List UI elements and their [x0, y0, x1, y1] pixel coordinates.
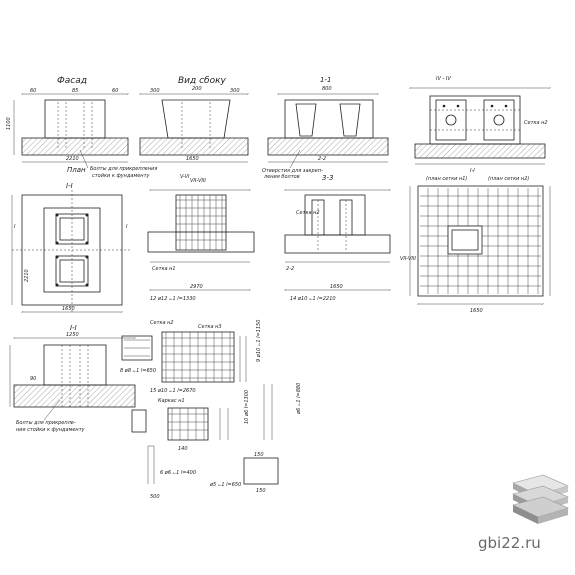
section-iv-v: IV - IV Сетка н2 I-I: [410, 76, 550, 174]
svg-text:Болты для прикрепле-: Болты для прикрепле-: [16, 420, 76, 426]
svg-text:6 ø6 ₐ.1 l=400: 6 ø6 ₐ.1 l=400: [160, 470, 196, 476]
svg-text:Каркас н1: Каркас н1: [158, 398, 185, 404]
plan-title: План: [67, 166, 86, 174]
svg-text:10 ø6 l=1300: 10 ø6 l=1300: [244, 390, 250, 424]
svg-text:ления болтов: ления болтов: [263, 174, 300, 180]
svg-text:2-2: 2-2: [318, 156, 326, 162]
svg-text:2-2: 2-2: [286, 266, 294, 272]
svg-text:Сетка н3: Сетка н3: [198, 324, 222, 330]
svg-text:2210: 2210: [24, 269, 30, 282]
section-1-1-title: 1-1: [320, 76, 331, 84]
svg-text:140: 140: [178, 446, 188, 452]
svg-text:I: I: [14, 224, 16, 230]
svg-text:ø6 ₐ.1 l=880: ø6 ₐ.1 l=880: [296, 383, 302, 415]
svg-text:150: 150: [256, 488, 266, 494]
svg-text:Сетка н1: Сетка н1: [152, 266, 176, 272]
svg-text:VII-VIII: VII-VIII: [400, 256, 416, 262]
svg-text:1650: 1650: [470, 308, 483, 314]
svg-text:150: 150: [254, 452, 264, 458]
svg-text:Сетка н2: Сетка н2: [150, 320, 174, 326]
setka-3-grid: [162, 332, 234, 382]
svg-text:I-I: I-I: [470, 168, 475, 174]
svg-text:60: 60: [30, 88, 36, 94]
svg-text:3-3: 3-3: [322, 174, 333, 182]
svg-text:60: 60: [112, 88, 118, 94]
svg-text:300: 300: [230, 88, 240, 94]
svg-text:VII-VIII: VII-VIII: [190, 178, 206, 184]
svg-text:85: 85: [72, 88, 78, 94]
svg-text:ния стойки к фундаменту: ния стойки к фундаменту: [16, 427, 86, 433]
svg-text:1650: 1650: [330, 284, 343, 290]
karkas-details: Каркас н1 10 ø6 l=1300 ø6 ₐ.1 l=880 140 …: [131, 383, 302, 500]
svg-text:I-I: I-I: [66, 182, 73, 190]
section-1-1: 1-1 800 2-2 Отверстия для закреп- ления …: [262, 76, 389, 180]
vid-sboku-title: Вид сбоку: [178, 76, 227, 86]
section-vii-viii: VII-VIII Сетка н1 2970 12 ø12 ₐ.1 l=1330: [147, 178, 255, 302]
svg-text:9 ø10 ₐ.1 l=1150: 9 ø10 ₐ.1 l=1150: [256, 320, 262, 362]
svg-text:I-I: I-I: [70, 324, 77, 332]
fasad-view: Фасад 60 85 60 1100 2210 План Болты для …: [6, 76, 157, 179]
svg-text:1100: 1100: [6, 117, 12, 130]
karkas-1-grid: [168, 408, 208, 440]
svg-text:8 ø8 ₐ.1 l=650: 8 ø8 ₐ.1 l=650: [120, 368, 156, 374]
svg-text:стойки к фундаменту: стойки к фундаменту: [92, 173, 150, 179]
svg-text:1650: 1650: [62, 306, 75, 312]
setka-vii-grid: [176, 195, 226, 250]
svg-text:Болты для прикрепления: Болты для прикрепления: [90, 166, 157, 172]
fasad-dim-bottom: 2210: [66, 156, 79, 162]
svg-text:V-VI: V-VI: [180, 174, 190, 180]
watermark-site-text[interactable]: gbi22.ru: [478, 534, 541, 552]
svg-text:800: 800: [322, 86, 332, 92]
svg-text:90: 90: [30, 376, 36, 382]
svg-text:Сетка н2: Сетка н2: [524, 120, 548, 126]
svg-text:ø5 ₐ.1 l=650: ø5 ₐ.1 l=650: [209, 482, 241, 488]
svg-text:14 ø10 ₐ.1 l=2210: 14 ø10 ₐ.1 l=2210: [290, 296, 336, 302]
vid-sboku-view: Вид сбоку 200 300 300 1650 V-VI: [140, 76, 248, 180]
plan-view: I-I I I 1650 2210: [11, 182, 132, 312]
svg-text:Отверстия для закреп-: Отверстия для закреп-: [262, 168, 323, 174]
svg-text:1650: 1650: [186, 156, 199, 162]
svg-text:15 ø10 ₐ.1 l=2670: 15 ø10 ₐ.1 l=2670: [150, 388, 196, 394]
stacked-slabs-icon: [512, 474, 569, 524]
svg-text:I: I: [126, 224, 128, 230]
svg-text:(план сетки н1): (план сетки н1): [426, 176, 467, 182]
svg-text:Сетка н2: Сетка н2: [296, 210, 320, 216]
section-iv-title: IV - IV: [436, 76, 451, 82]
plan-setki-grid: [420, 188, 541, 294]
svg-text:1250: 1250: [66, 332, 79, 338]
svg-text:300: 300: [150, 88, 160, 94]
plan-setki: (план сетки н1) (план сетки н2) VII-VIII…: [400, 176, 551, 314]
svg-text:(план сетки н2): (план сетки н2): [488, 176, 529, 182]
svg-text:12 ø12 ₐ.1 l=1330: 12 ø12 ₐ.1 l=1330: [150, 296, 196, 302]
section-3-3: 3-3 Сетка н2 2-2 1650 14 ø10 ₐ.1 l=2210: [285, 174, 390, 302]
svg-text:2970: 2970: [190, 284, 203, 290]
section-i-i: I-I 1250 90 Болты для прикрепле- ния сто…: [9, 324, 135, 433]
svg-text:500: 500: [150, 494, 160, 500]
fasad-title: Фасад: [57, 76, 87, 86]
setka-details: Сетка н2 Сетка н3 15 ø10 ₐ.1 l=2670 8 ø8…: [120, 320, 262, 394]
svg-text:200: 200: [192, 86, 202, 92]
